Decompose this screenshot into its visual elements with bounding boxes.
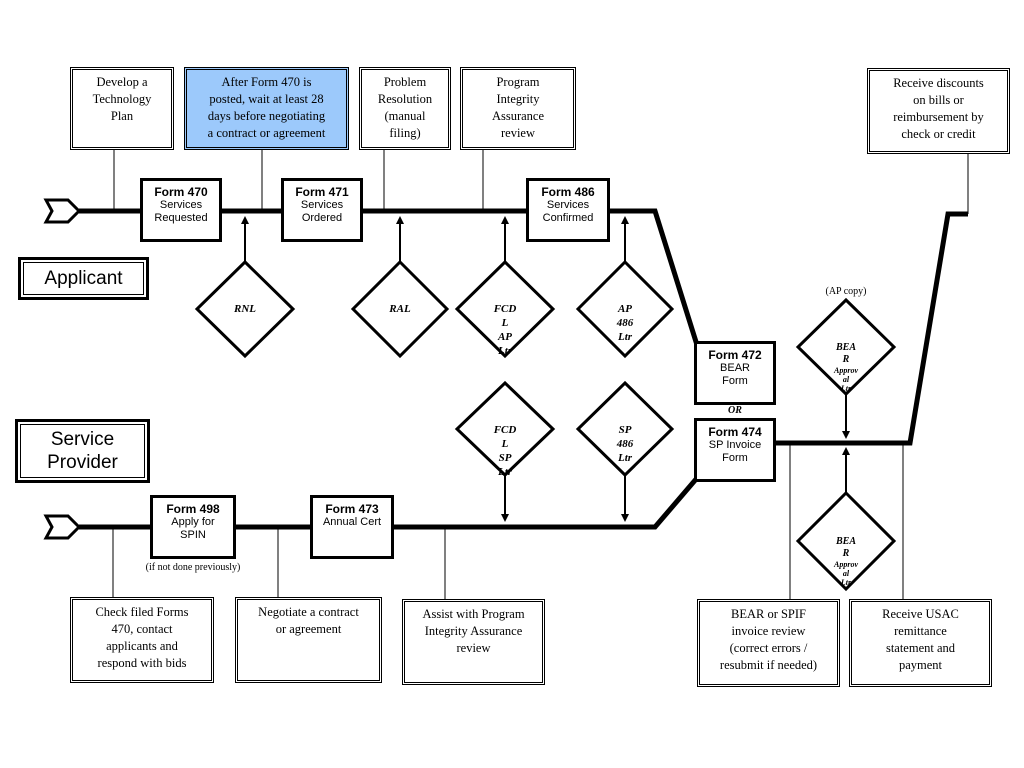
fcdl-sp-label: FCD L SP Ltr (493, 424, 517, 478)
note-pia-review: Program Integrity Assurance review (460, 67, 576, 150)
note-wait-28-days: After Form 470 is posted, wait at least … (184, 67, 349, 150)
form-470-box: Form 470 Services Requested (140, 178, 222, 242)
fcdl-sp-diamond (454, 380, 556, 478)
form-486-box: Form 486 Services Confirmed (526, 178, 610, 242)
bear-approval-bottom-label: BEA R Approv al Ltr (834, 536, 858, 587)
ap-copy-caption: (AP copy) (825, 286, 867, 297)
note-assist-pia: Assist with Program Integrity Assurance … (402, 599, 545, 685)
note-invoice-review: BEAR or SPIF invoice review (correct err… (697, 599, 840, 687)
form-473-box: Form 473 Annual Cert (310, 495, 394, 559)
sp-486-label: SP 486 Ltr (616, 424, 634, 464)
payment-flow-line (776, 211, 968, 446)
note-receive-discounts: Receive discounts on bills or reimbursem… (867, 68, 1010, 154)
ap-486-label: AP 486 Ltr (616, 303, 634, 343)
note-negotiate-contract: Negotiate a contract or agreement (235, 597, 382, 683)
note-usac-remittance: Receive USAC remittance statement and pa… (849, 599, 992, 687)
fcdl-ap-diamond (454, 259, 556, 359)
sp-486-diamond (575, 380, 675, 478)
ral-label: RAL (389, 303, 411, 315)
note-problem-resolution: Problem Resolution (manual filing) (359, 67, 451, 150)
applicant-flow-line (79, 208, 700, 346)
ral-diamond (350, 259, 450, 359)
or-label: OR (728, 405, 742, 416)
bear-approval-bottom-diamond (795, 490, 897, 592)
service-provider-label: Service Provider (15, 419, 150, 483)
applicant-entry-arrow-icon (43, 198, 82, 224)
form-472-box: Form 472 BEAR Form (694, 341, 776, 405)
ap-486-diamond (575, 259, 675, 359)
fcdl-ap-label: FCD L AP Ltr (493, 303, 517, 357)
if-not-done-caption: (if not done previously) (145, 562, 241, 573)
bear-approval-top-label: BEA R Approv al Ltr (834, 342, 858, 393)
applicant-label: Applicant (18, 257, 149, 300)
form-474-box: Form 474 SP Invoice Form (694, 418, 776, 482)
note-check-filed-forms: Check filed Forms 470, contact applicant… (70, 597, 214, 683)
note-technology-plan: Develop a Technology Plan (70, 67, 174, 150)
provider-entry-arrow-icon (43, 514, 82, 540)
form-471-box: Form 471 Services Ordered (281, 178, 363, 242)
form-498-box: Form 498 Apply for SPIN (150, 495, 236, 559)
provider-flow-line (79, 476, 699, 530)
rnl-diamond (194, 259, 296, 359)
rnl-label: RNL (234, 303, 256, 315)
note-connectors (112, 150, 969, 600)
bear-approval-top-diamond (795, 297, 897, 397)
